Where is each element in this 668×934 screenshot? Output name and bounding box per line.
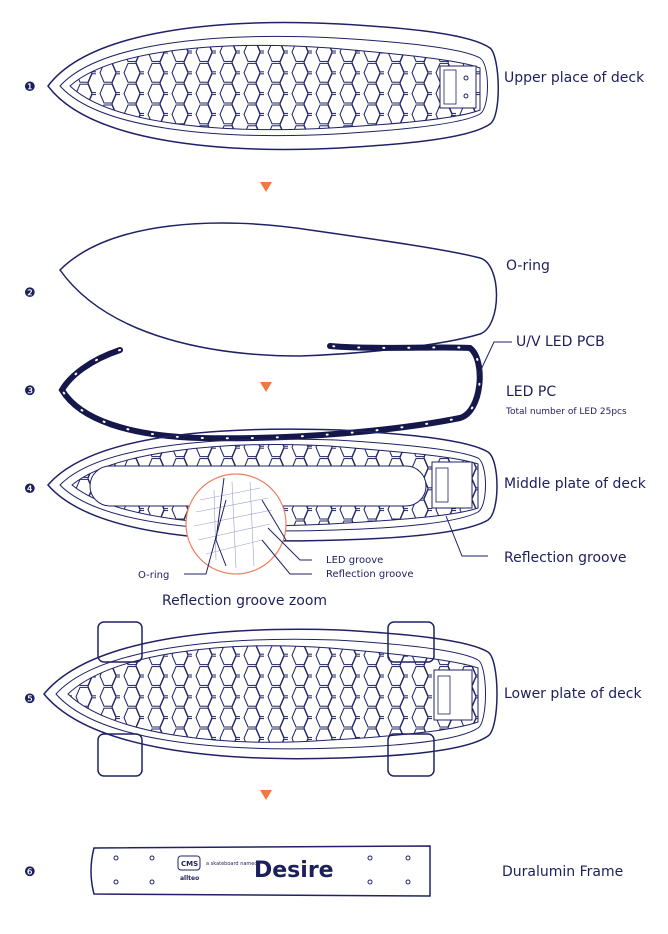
step-2-label: O-ring [506,258,550,274]
step-5-label: Lower plate of deck [504,686,642,702]
logo-line-2: allteo [180,875,199,882]
step-1-label: Upper place of deck [504,70,645,86]
step-4-number: ❹ [24,482,36,497]
led-pc-label: LED PC [506,384,556,400]
uv-led-pcb [58,343,483,442]
zoom-reflection-groove-label: Reflection groove [326,569,413,580]
led-count-note: Total number of LED 25pcs [505,407,627,417]
step-3-number: ❸ [24,384,36,399]
lower-plate-of-deck [43,621,498,777]
step-6-number: ❻ [24,865,36,880]
step-6-label: Duralumin Frame [502,864,623,880]
step-3-label: U/V LED PCB [516,334,605,350]
down-arrow-icon [260,382,272,392]
zoom-oring-label: O-ring [138,570,169,581]
brand-logo [177,855,201,871]
logo-line-1: CMS [181,860,198,868]
step-5-number: ❺ [24,692,36,707]
zoom-title: Reflection groove zoom [162,593,327,609]
down-arrow-icon [260,790,272,800]
reflection-groove-label: Reflection groove [504,550,626,566]
zoom-led-groove-label: LED groove [326,555,383,566]
step-4-label: Middle plate of deck [504,476,647,492]
upper-plate-of-deck [47,21,499,151]
step-1-number: ❶ [24,80,36,95]
frame-brand: Desire [254,858,334,883]
o-ring [59,222,498,357]
down-arrow-icon [260,182,272,192]
reflection-groove-zoom [185,473,287,575]
duralumin-frame: CMS allteo a skateboard named Desire [90,845,431,897]
step-2-number: ❷ [24,286,36,301]
frame-tagline: a skateboard named [206,861,258,867]
